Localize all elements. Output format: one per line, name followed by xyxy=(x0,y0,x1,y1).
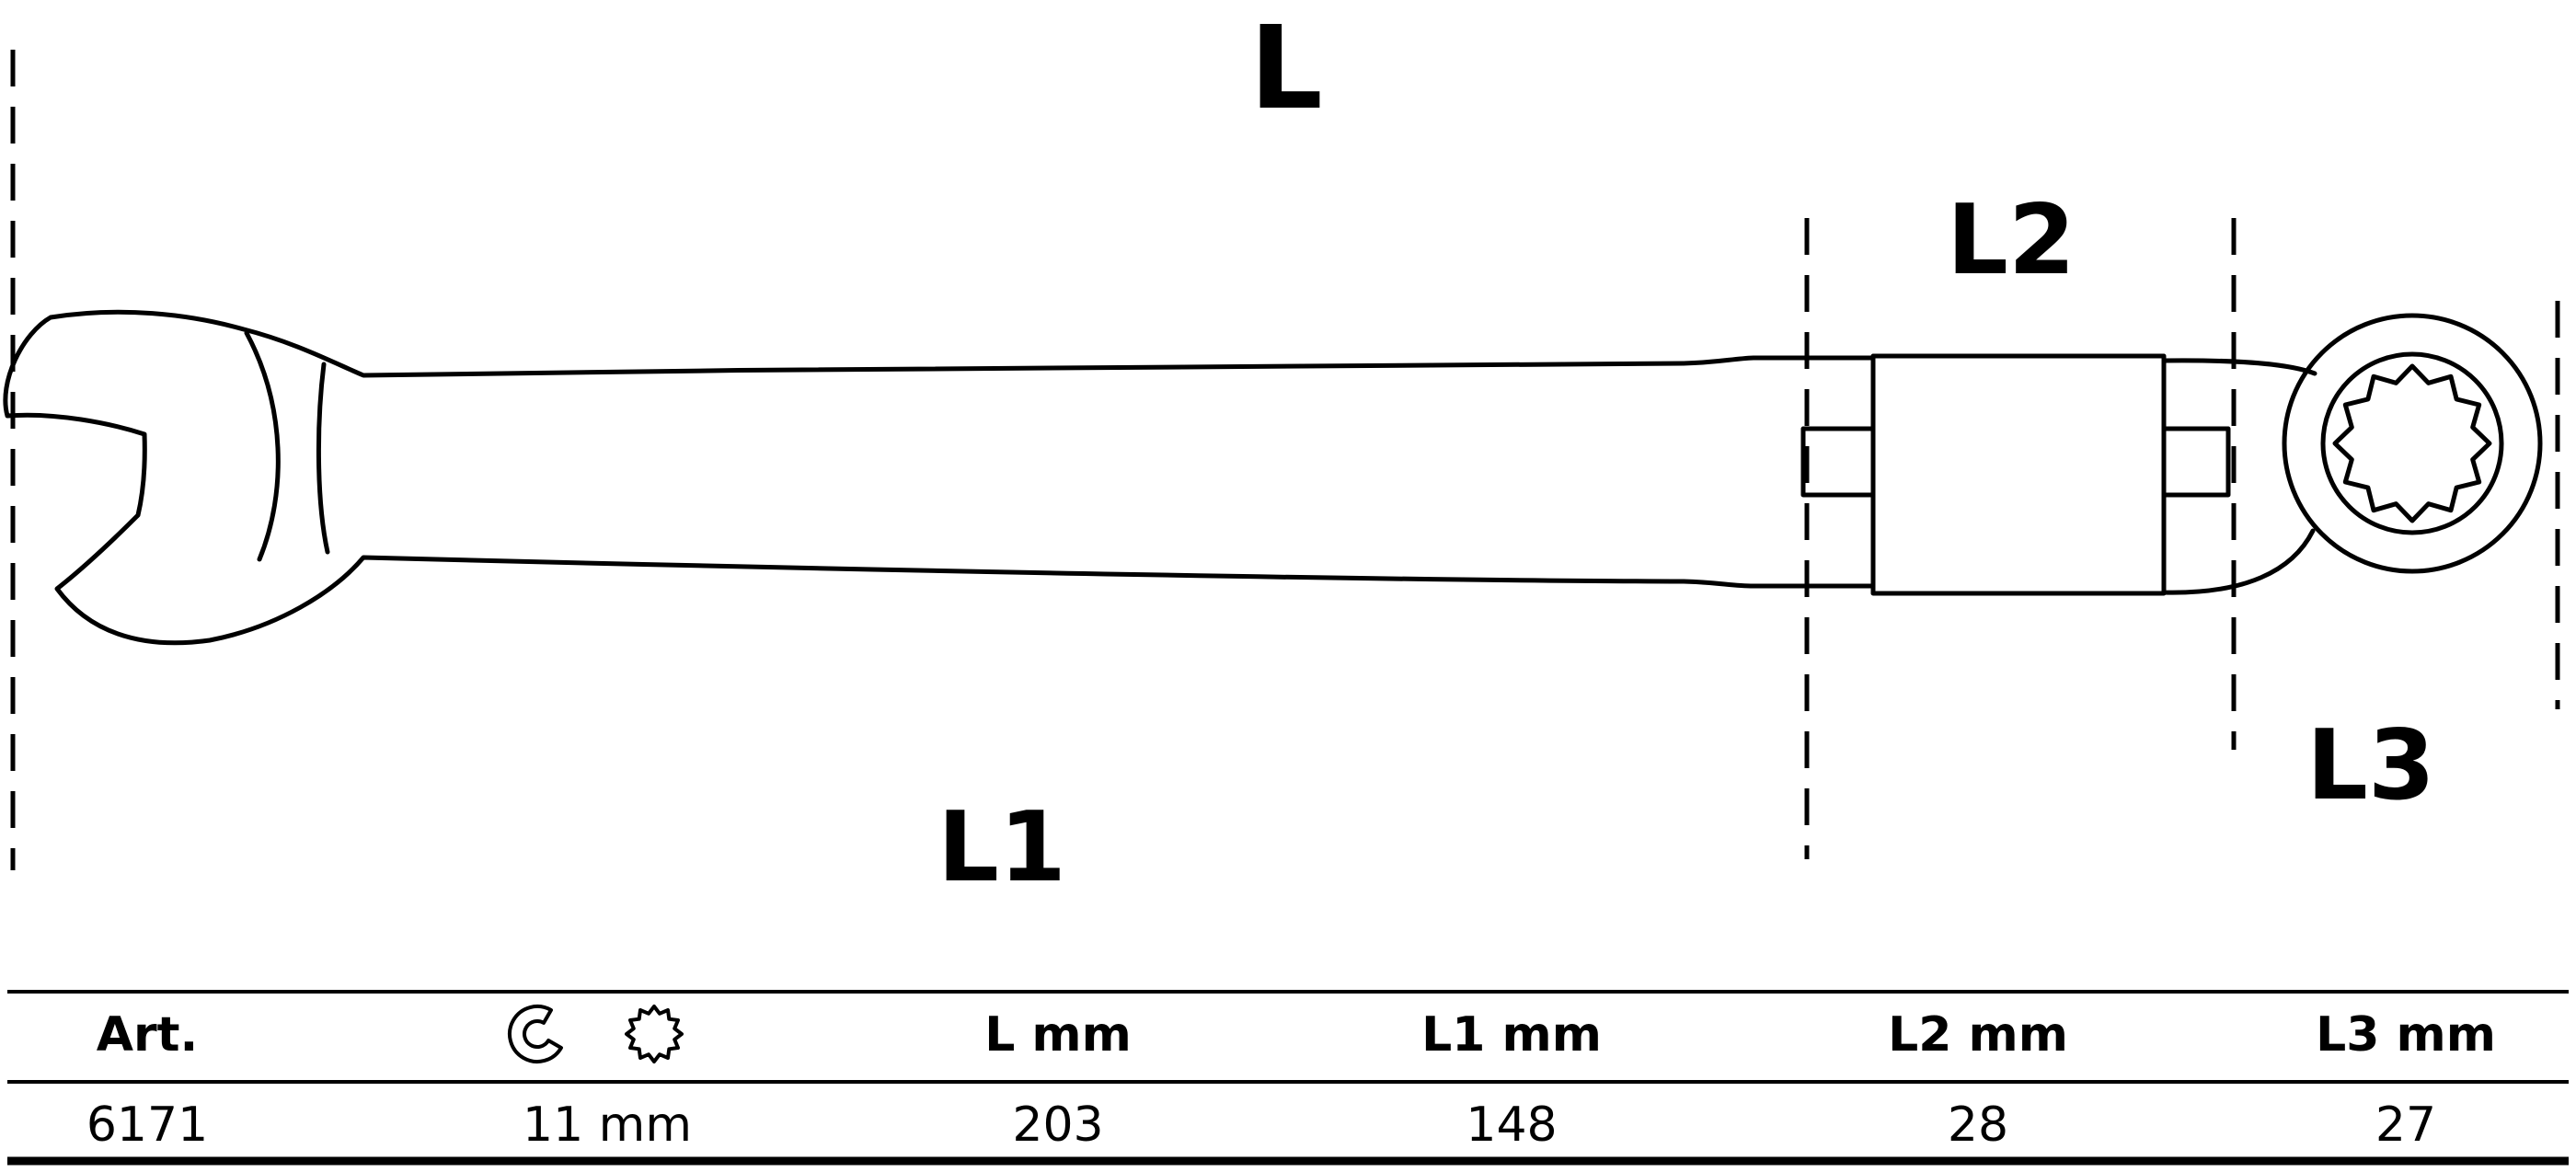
table-cell-art: 6171 xyxy=(86,1097,208,1153)
table-row: 6171 11 mm 203 148 28 27 xyxy=(86,1097,2436,1153)
spec-table: Art. L mm L1 mm L2 mm L3 mm 6171 11 mm 2… xyxy=(7,990,2569,1166)
dimension-label-l3: L3 xyxy=(2306,709,2435,822)
table-header-l: L mm xyxy=(984,1007,1132,1063)
ring-head-inner-circle xyxy=(2320,351,2504,535)
wrench-silhouette xyxy=(3,309,1876,646)
head-bevel-arc-inner xyxy=(316,362,330,555)
table-header-l2: L2 mm xyxy=(1888,1007,2068,1063)
table-cell-l1: 148 xyxy=(1466,1097,1557,1153)
table-cell-l2: 28 xyxy=(1948,1097,2008,1153)
table-cell-l3: 27 xyxy=(2375,1097,2436,1153)
flex-joint-head-fork xyxy=(2161,358,2317,595)
table-header-l3: L3 mm xyxy=(2316,1007,2496,1063)
dimension-label-l2: L2 xyxy=(1947,184,2076,296)
head-bevel-arc-outer xyxy=(244,330,281,562)
dimension-label-l1: L1 xyxy=(937,791,1066,903)
open-end-wrench-icon xyxy=(507,1005,563,1063)
ring-head-outer-circle xyxy=(2282,313,2543,574)
flex-joint-link xyxy=(1870,353,2167,596)
ring-head-12pt-profile xyxy=(2332,363,2492,523)
table-cell-l: 203 xyxy=(1012,1097,1103,1153)
ring-12pt-icon xyxy=(625,1005,684,1063)
table-header-art: Art. xyxy=(97,1007,199,1063)
table-cell-size: 11 mm xyxy=(523,1097,692,1153)
table-header-l1: L1 mm xyxy=(1421,1007,1602,1063)
dimension-label-l: L xyxy=(1249,2,1323,135)
